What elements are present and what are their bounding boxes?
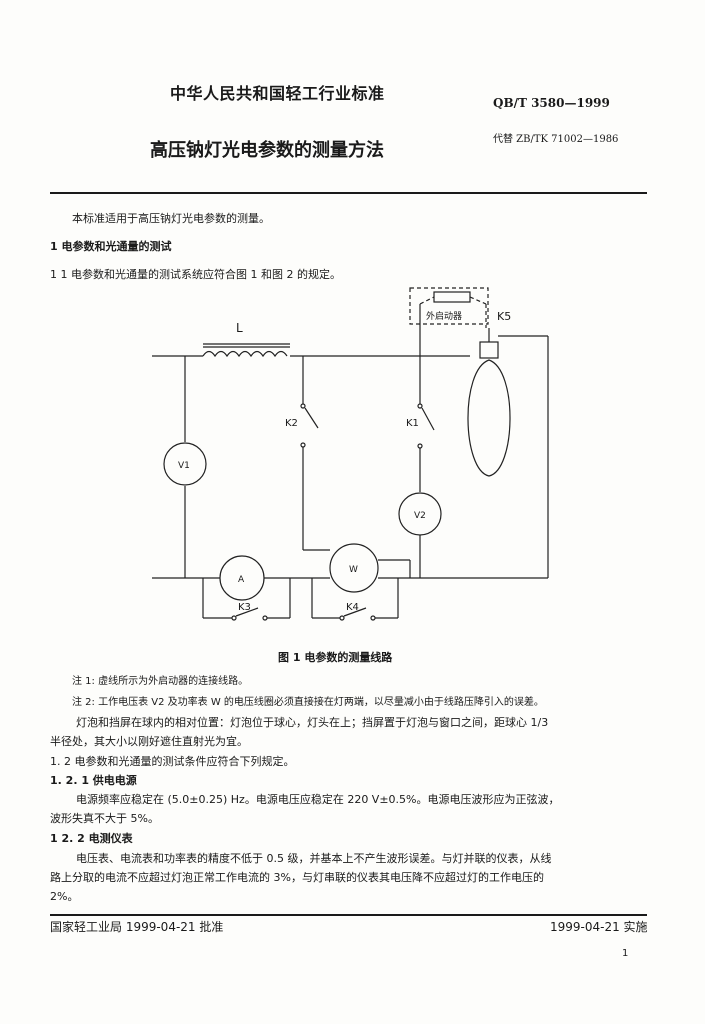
paragraph-1-line-1: 灯泡和挡屏在球内的相对位置：灯泡位于球心，灯头在上；挡屏置于灯泡与窗口之间，距球… bbox=[76, 716, 549, 729]
footer-rule bbox=[50, 914, 647, 916]
label-A: A bbox=[238, 575, 245, 585]
document-title: 高压钠灯光电参数的测量方法 bbox=[150, 140, 384, 161]
paragraph-121-line-2: 波形失真不大于 5%。 bbox=[50, 812, 159, 825]
header-rule bbox=[50, 192, 647, 194]
note-2: 注 2: 工作电压表 V2 及功率表 W 的电压线圈必须直接接在灯两端，以尽量减… bbox=[72, 697, 544, 708]
page-number: 1 bbox=[622, 948, 629, 959]
paragraph-122-line-1: 电压表、电流表和功率表的精度不低于 0.5 级，并基本上不产生波形误差。与灯并联… bbox=[76, 852, 552, 865]
replaces-code: 代替 ZB/TK 71002—1986 bbox=[493, 134, 619, 145]
section-1-1-text: 1 1 电参数和光通量的测试系统应符合图 1 和图 2 的规定。 bbox=[50, 268, 341, 281]
implementation-date: 1999-04-21 实施 bbox=[550, 920, 648, 934]
label-K3: K3 bbox=[238, 602, 251, 613]
section-1-heading: 1 电参数和光通量的测试 bbox=[50, 240, 172, 253]
label-K5: K5 bbox=[497, 310, 511, 323]
paragraph-122-line-2: 路上分取的电流不应超过灯泡正常工作电流的 3%，与灯串联的仪表其电压降不应超过灯… bbox=[50, 871, 544, 884]
label-K4: K4 bbox=[346, 602, 359, 613]
intro-text: 本标准适用于高压钠灯光电参数的测量。 bbox=[72, 212, 270, 225]
label-starter: 外启动器 bbox=[426, 310, 462, 322]
figure-caption: 图 1 电参数的测量线路 bbox=[278, 651, 393, 664]
label-K2: K2 bbox=[285, 418, 298, 429]
circuit-diagram: L 外启动器 K5 K2 K1 V1 V2 A W K3 K4 bbox=[152, 287, 549, 621]
paragraph-121-line-1: 电源频率应稳定在 (5.0±0.25) Hz。电源电压应稳定在 220 V±0.… bbox=[76, 793, 560, 806]
paragraph-1-line-2: 半径处，其大小以刚好遮住直射光为宜。 bbox=[50, 735, 248, 748]
section-1-2-text: 1. 2 电参数和光通量的测试条件应符合下列规定。 bbox=[50, 755, 295, 768]
approval-date: 国家轻工业局 1999-04-21 批准 bbox=[50, 920, 224, 934]
label-K1: K1 bbox=[406, 418, 419, 429]
section-1-2-1-heading: 1. 2. 1 供电电源 bbox=[50, 774, 137, 787]
note-1: 注 1: 虚线所示为外启动器的连接线路。 bbox=[72, 676, 249, 687]
standard-code: QB/T 3580—1999 bbox=[493, 96, 610, 110]
label-L: L bbox=[236, 321, 243, 335]
label-W: W bbox=[349, 565, 358, 575]
label-V2: V2 bbox=[414, 511, 426, 521]
label-V1: V1 bbox=[178, 461, 190, 471]
section-1-2-2-heading: 1 2. 2 电测仪表 bbox=[50, 832, 133, 845]
standard-org: 中华人民共和国轻工行业标准 bbox=[170, 84, 385, 103]
paragraph-122-line-3: 2%。 bbox=[50, 890, 79, 903]
